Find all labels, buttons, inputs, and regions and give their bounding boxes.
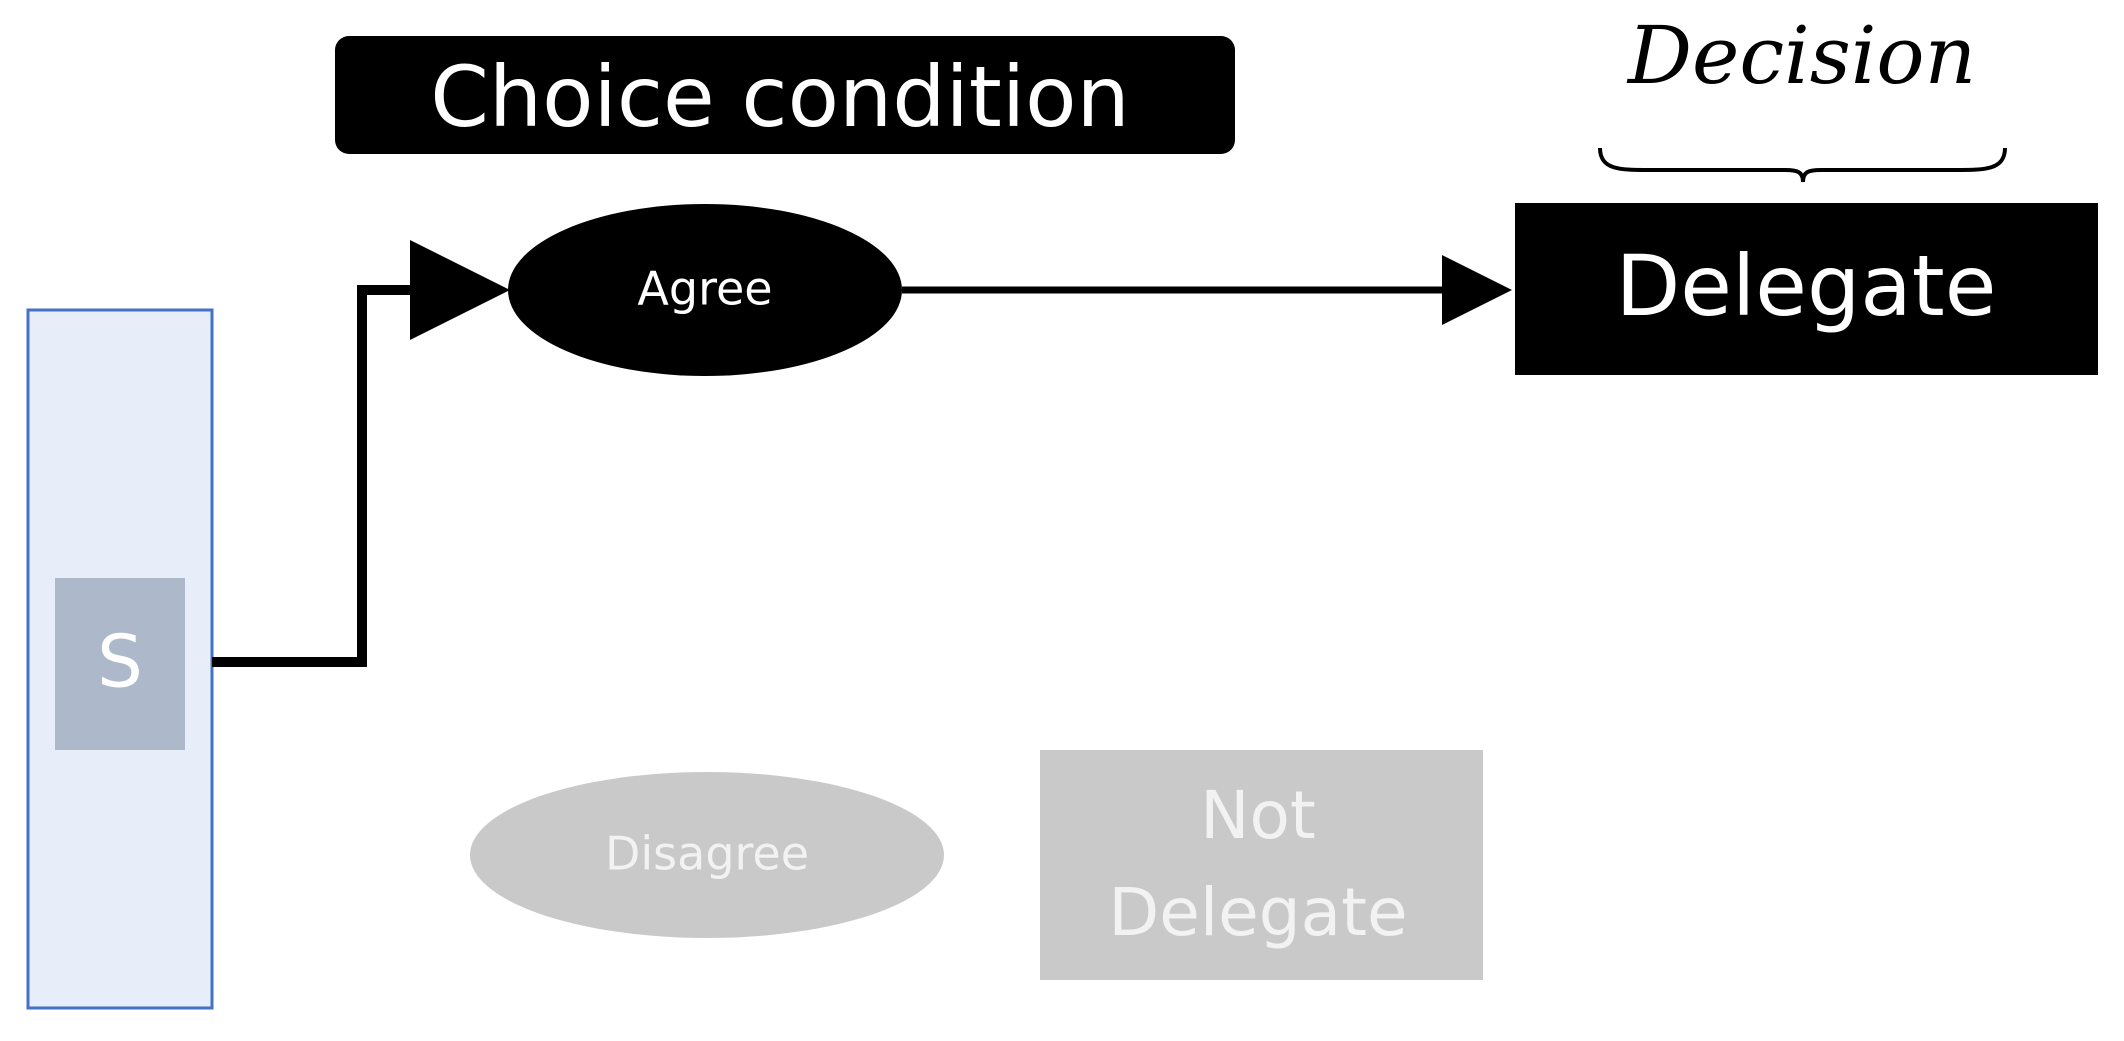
- not-delegate-node-box: [1040, 750, 1483, 980]
- choice-condition-title-bg: [335, 36, 1235, 154]
- disagree-node-label: Disagree: [605, 827, 809, 881]
- choice-condition-title: Choice condition: [335, 36, 1235, 154]
- decision-brace: [1598, 147, 2007, 183]
- disagree-node: Disagree: [470, 772, 944, 938]
- not-delegate-label-line2: Delegate: [1108, 874, 1407, 951]
- agree-node-label: Agree: [637, 262, 772, 316]
- agree-node: Agree: [508, 204, 902, 376]
- delegate-node-label: Delegate: [1616, 237, 1997, 335]
- disagree-node-shape: [470, 772, 944, 938]
- not-delegate-node: Not Delegate: [1040, 750, 1483, 980]
- start-node-label: S: [97, 620, 143, 704]
- agree-node-shape: [508, 204, 902, 376]
- delegate-node-box: [1515, 203, 2098, 375]
- choice-condition-title-text: Choice condition: [430, 48, 1130, 146]
- delegate-node: Delegate: [1515, 203, 2098, 375]
- decision-title-text: Decision: [1626, 9, 1976, 102]
- start-panel: S: [26, 308, 214, 1010]
- not-delegate-label-line1: Not: [1200, 777, 1316, 854]
- decision-heading: Decision: [1598, 9, 2007, 183]
- start-node-box: [55, 578, 185, 750]
- start-to-agree-arrow: [212, 240, 510, 667]
